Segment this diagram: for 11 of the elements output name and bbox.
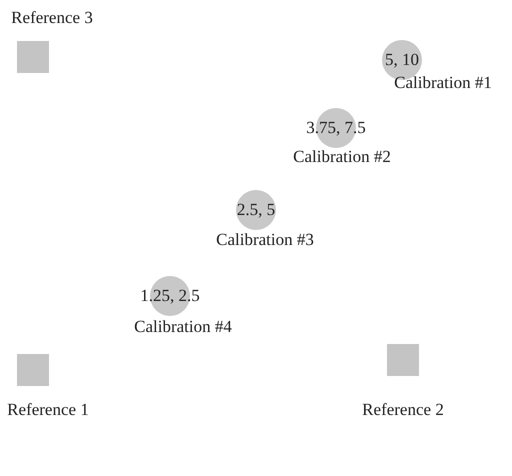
point-label: Calibration #4: [134, 317, 232, 337]
coordinate-label: 3.75, 7.5: [306, 118, 366, 138]
point-label: Reference 2: [362, 400, 444, 420]
point-label: Reference 3: [11, 8, 93, 28]
coordinate-label: 2.5, 5: [236, 200, 276, 220]
point-label: Reference 1: [7, 400, 89, 420]
point-label: Calibration #3: [216, 230, 314, 250]
point-label: Calibration #2: [293, 147, 391, 167]
coordinate-label: 5, 10: [385, 50, 419, 70]
coordinate-label: 1.25, 2.5: [140, 286, 200, 306]
point-label: Calibration #1: [394, 73, 492, 93]
